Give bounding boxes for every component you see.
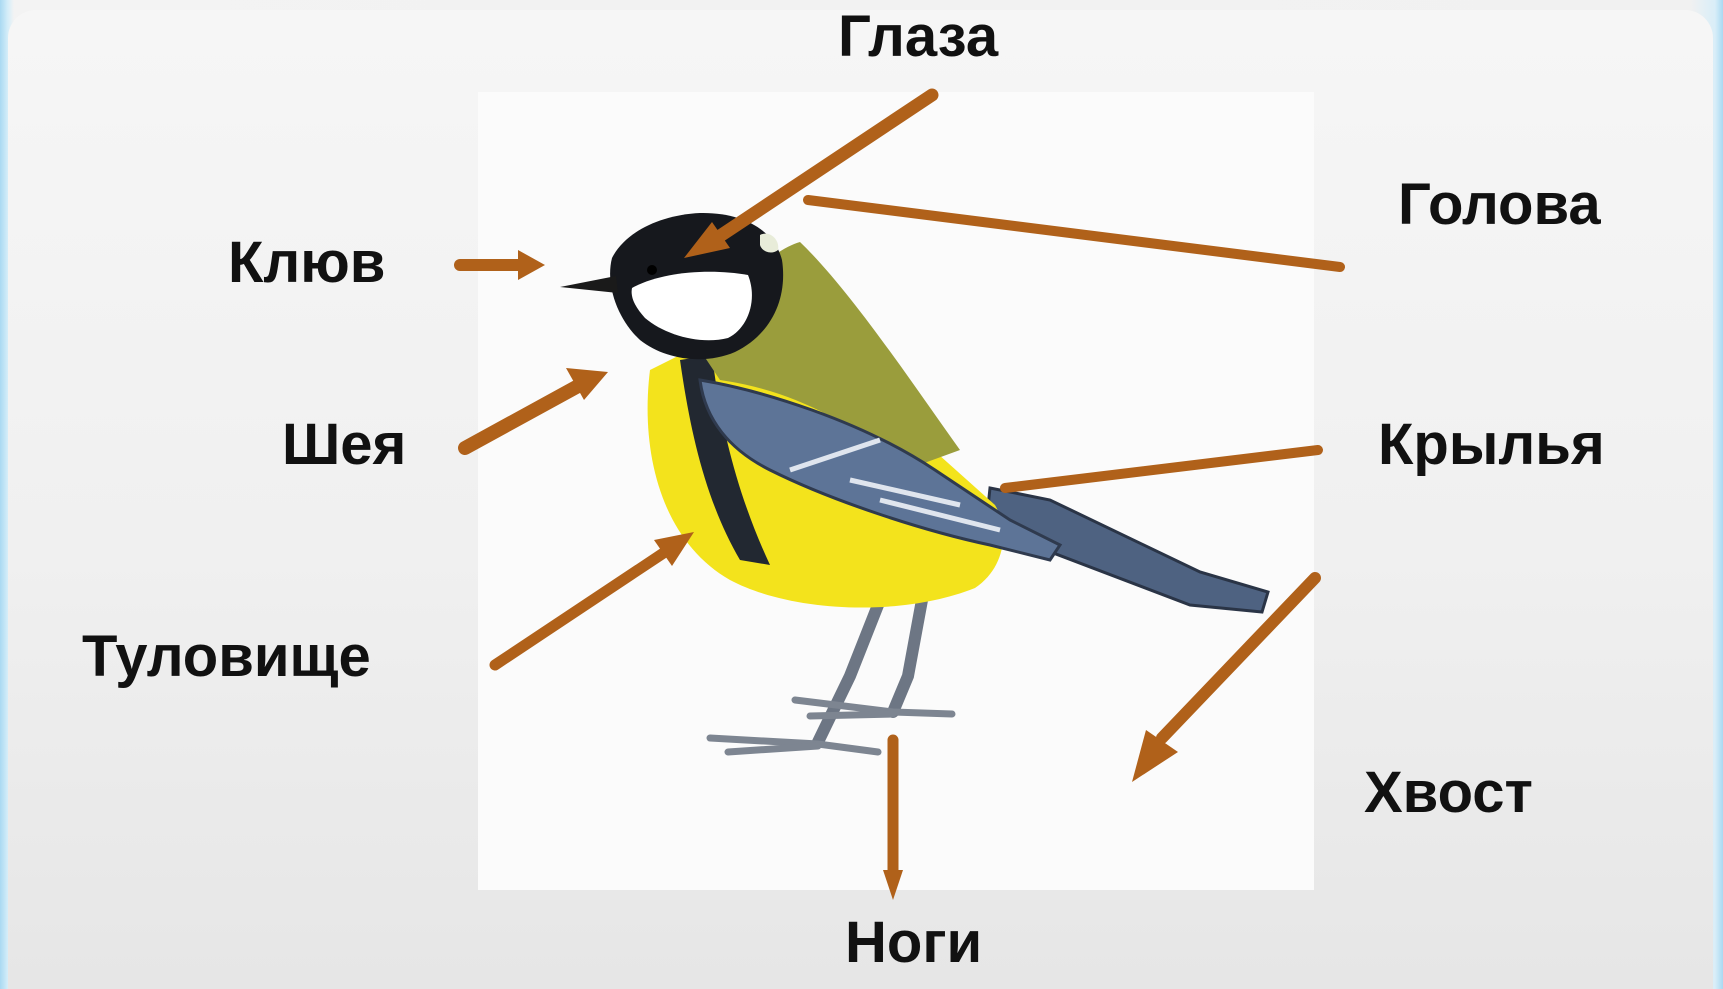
bird-illustration	[560, 213, 1268, 752]
arrow-beak	[460, 250, 545, 280]
line-head	[808, 200, 1340, 267]
label-neck: Шея	[282, 416, 406, 474]
bird-beak	[560, 276, 618, 293]
label-head: Голова	[1398, 176, 1601, 234]
label-tail: Хвост	[1364, 764, 1533, 822]
arrow-legs	[883, 740, 903, 900]
arrow-eyes	[684, 95, 932, 258]
label-wings: Крылья	[1378, 416, 1605, 474]
line-wings	[1005, 450, 1318, 488]
label-eyes: Глаза	[838, 8, 998, 66]
arrow-body	[495, 532, 694, 665]
label-body: Туловище	[82, 628, 371, 686]
bird-eye	[647, 265, 657, 275]
label-beak: Клюв	[228, 234, 385, 292]
bird-legs	[818, 600, 922, 742]
label-legs: Ноги	[845, 914, 982, 972]
arrow-neck	[465, 368, 608, 448]
